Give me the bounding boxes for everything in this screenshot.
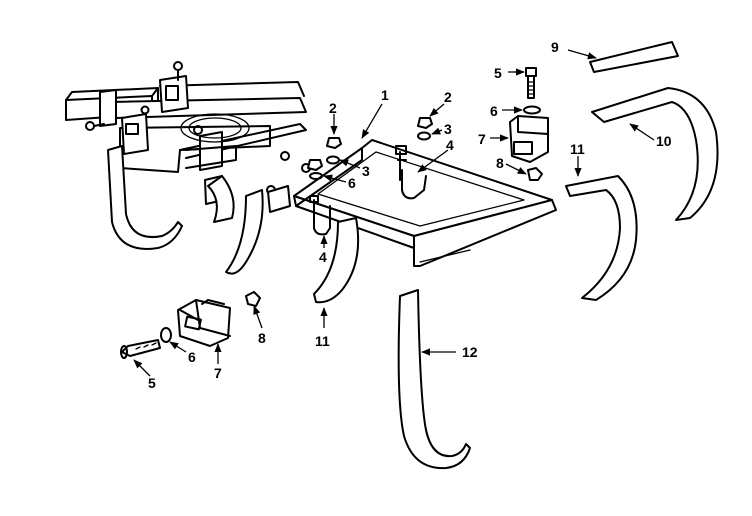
main-frame [293, 139, 557, 267]
shank-11-center [313, 217, 360, 304]
callout-8-lower: 8 [258, 330, 266, 346]
callout-3-right: 3 [444, 121, 452, 137]
callout-6-upper: 6 [490, 103, 498, 119]
frame-hardware [307, 117, 433, 236]
callout-labels: 1 2 2 3 4 3 6 4 11 12 8 6 7 5 9 5 6 7 8 … [148, 39, 672, 391]
clamp-assembly-upper [509, 67, 549, 181]
callout-5-lower: 5 [148, 375, 156, 391]
callout-7-upper: 7 [478, 131, 486, 147]
callout-8-upper: 8 [496, 155, 504, 171]
clamp-assembly-lower [120, 291, 261, 359]
callout-4-left: 4 [319, 249, 327, 265]
callout-12: 12 [462, 344, 478, 360]
left-frame-assembly [65, 61, 311, 275]
callout-10: 10 [656, 133, 672, 149]
callout-4-right: 4 [446, 137, 454, 153]
callout-2-left: 2 [329, 100, 337, 116]
callout-3-left: 3 [362, 163, 370, 179]
callout-5-upper: 5 [494, 65, 502, 81]
callout-11-center: 11 [315, 333, 330, 349]
callout-2-right: 2 [444, 89, 452, 105]
callout-11-right: 11 [570, 141, 585, 157]
callout-7-lower: 7 [214, 365, 222, 381]
callout-6-lower: 6 [188, 349, 196, 365]
shank-12 [397, 289, 471, 470]
callout-leaders [133, 49, 655, 377]
callout-6-frame: 6 [348, 175, 356, 191]
callout-9: 9 [551, 39, 559, 55]
right-parts [565, 41, 719, 301]
callout-1: 1 [381, 87, 389, 103]
